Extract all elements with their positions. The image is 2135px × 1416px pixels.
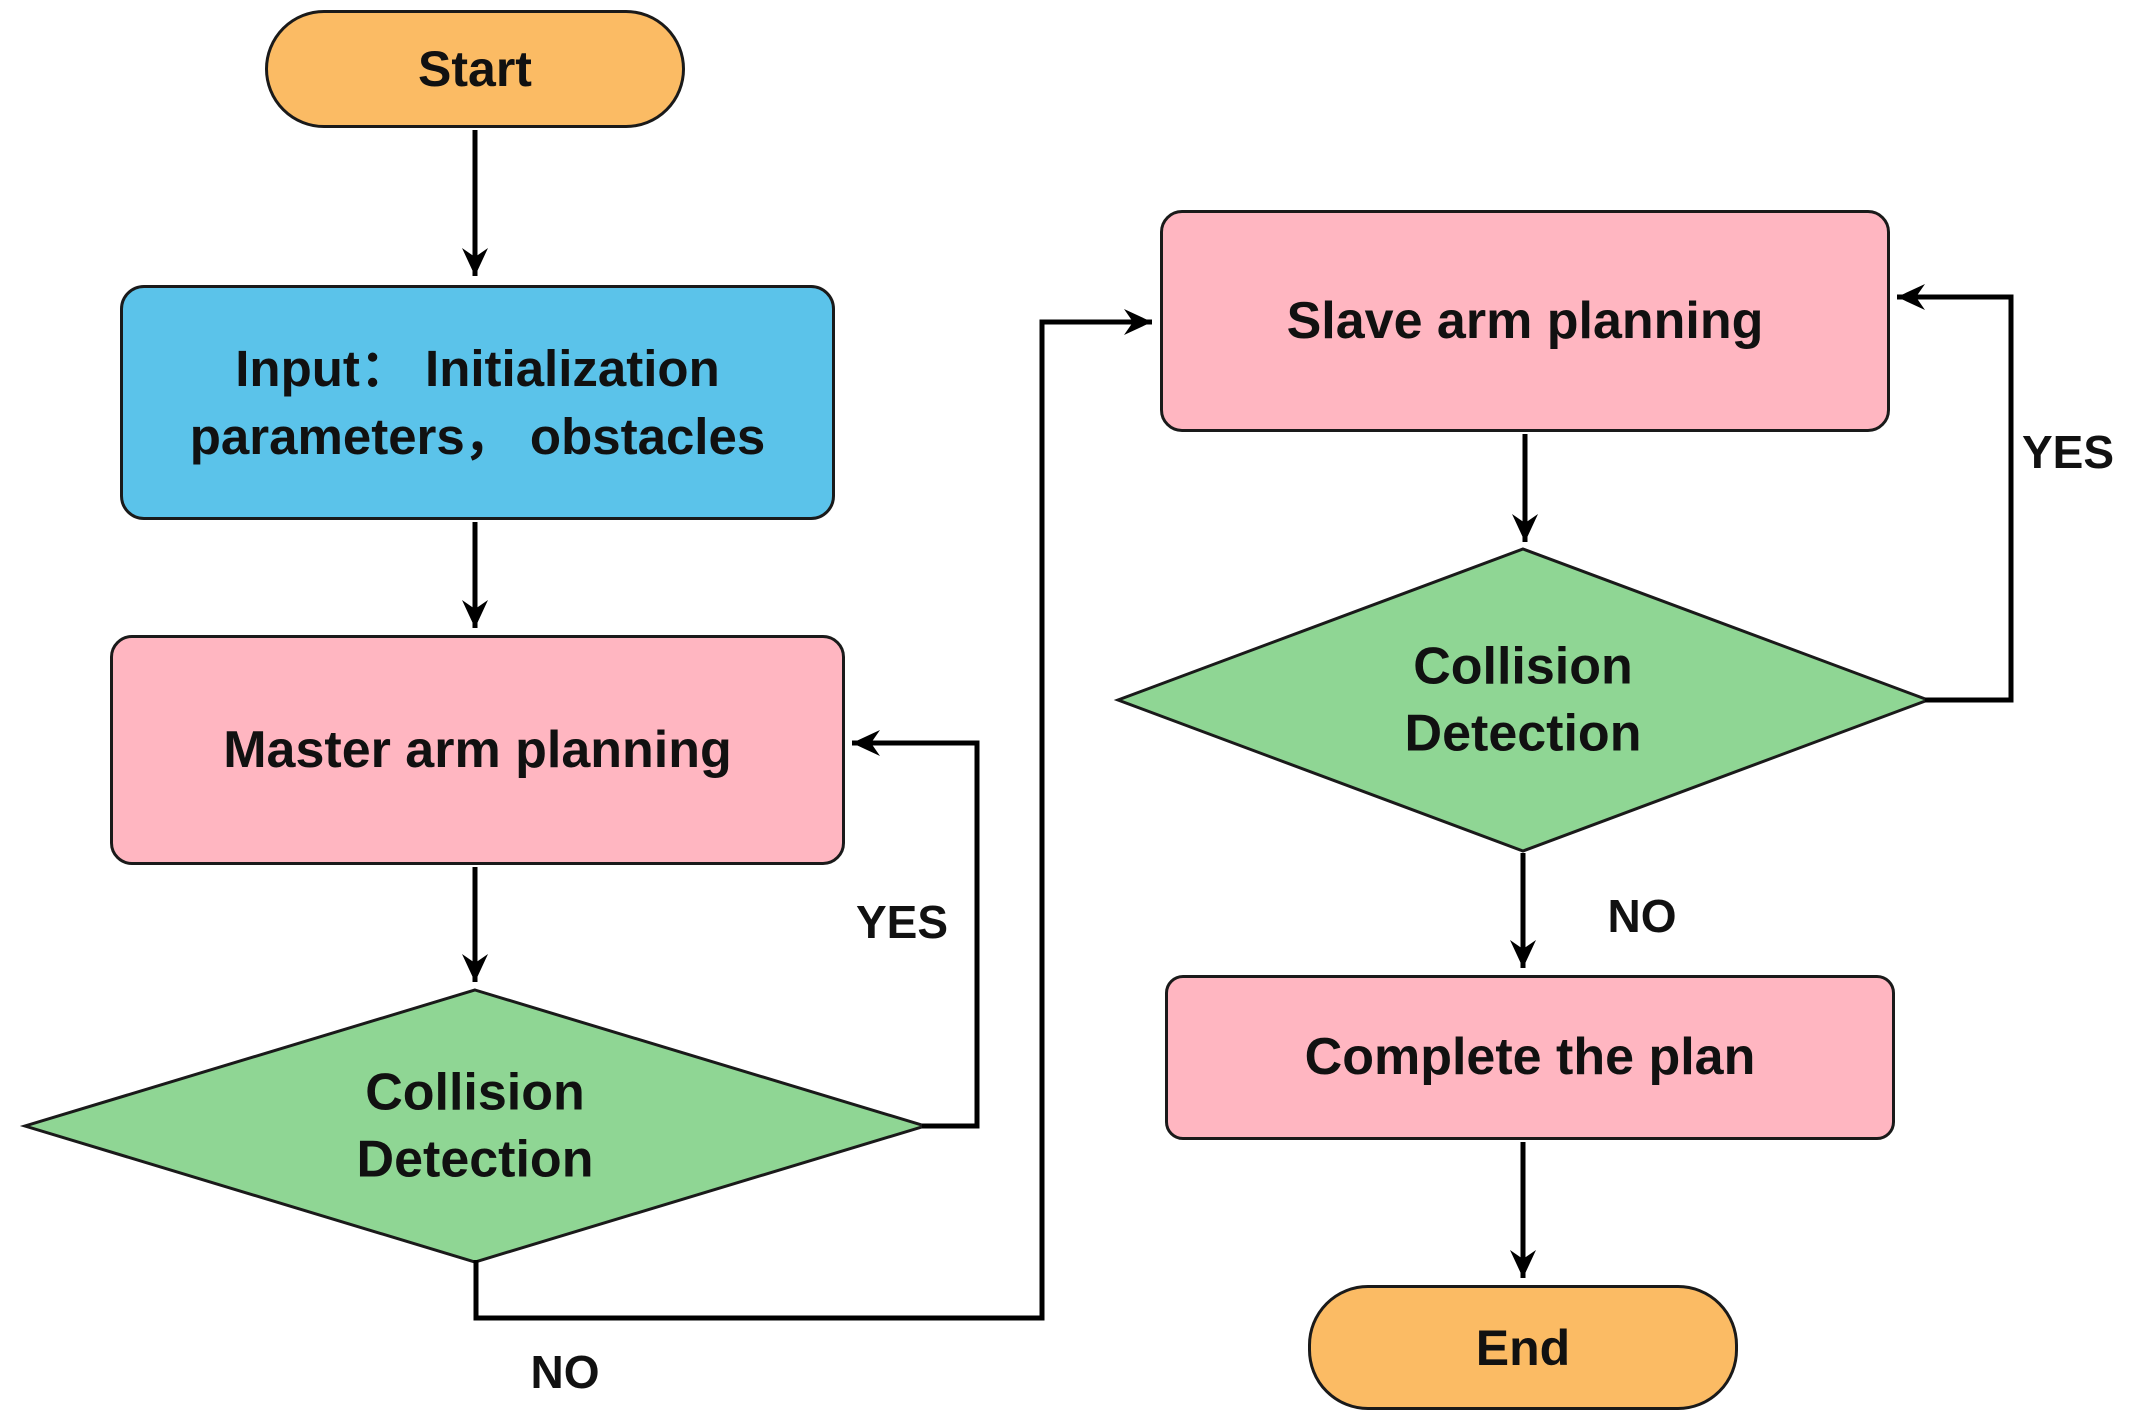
master-arm-planning-node: Master arm planning [110,635,845,865]
collision-detection-master-line2: Detection [356,1130,594,1188]
collision-detection-master-line1: Collision [365,1063,585,1122]
no-label-master-branch: NO [530,1346,600,1398]
complete-plan-node: Complete the plan [1165,975,1895,1140]
collision-detection-master-label: Collision Detection [357,1059,594,1192]
edge-collision-yes-loop-master [852,730,980,1129]
start-label: Start [418,41,532,97]
input-node: Input： Initialization parameters， obstac… [120,285,835,520]
yes-label-master-loop: YES [855,896,949,948]
collision-detection-slave-line2: Detection [1404,704,1642,762]
edge-collision-yes-loop-slave [1897,284,2014,703]
input-label: Input： Initialization parameters， obstac… [190,335,765,470]
decision-diamond-slave [1113,547,1933,853]
slave-arm-planning-label: Slave arm planning [1286,291,1764,350]
edge-collision-no-to-slave [473,309,1152,1321]
slave-arm-planning-node: Slave arm planning [1160,210,1890,432]
start-node: Start [265,10,685,128]
input-label-line1: Input： Initialization [235,340,720,398]
master-arm-planning-label: Master arm planning [223,720,732,779]
end-label: End [1475,1319,1571,1376]
no-label-slave-branch: NO [1607,890,1677,942]
end-node: End [1308,1285,1738,1410]
collision-detection-slave-label: Collision Detection [1405,633,1642,766]
complete-plan-label: Complete the plan [1304,1028,1756,1087]
yes-label-slave-loop: YES [2021,426,2115,478]
collision-detection-slave-line1: Collision [1413,637,1633,696]
input-label-line2: parameters， obstacles [189,407,766,465]
